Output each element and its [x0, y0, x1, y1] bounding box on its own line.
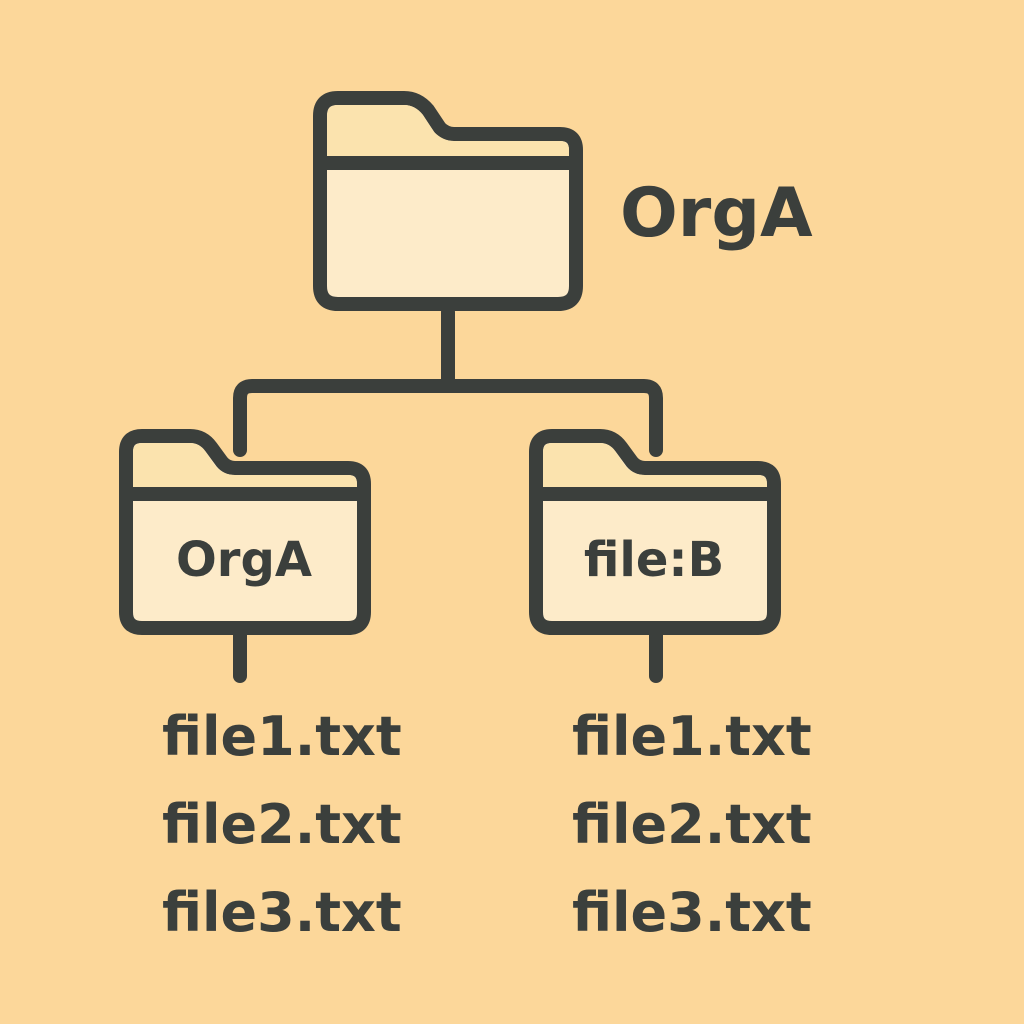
tree-connectors: [233, 305, 663, 683]
right-folder-tab-fill: [543, 443, 767, 494]
file-item[interactable]: file1.txt: [162, 705, 402, 768]
file-item[interactable]: file3.txt: [572, 881, 812, 944]
file-item[interactable]: file2.txt: [572, 793, 812, 856]
root-folder-tab-fill: [327, 105, 569, 163]
left-file-list: file1.txt file2.txt file3.txt: [162, 707, 402, 971]
left-folder-label: OrgA: [176, 532, 312, 588]
right-folder-icon[interactable]: [529, 429, 781, 635]
left-folder-icon[interactable]: [119, 429, 371, 635]
left-folder-tab-fill: [133, 443, 357, 494]
right-file-list: file1.txt file2.txt file3.txt: [572, 707, 812, 971]
root-folder-label: OrgA: [620, 174, 813, 253]
file-item[interactable]: file2.txt: [162, 793, 402, 856]
branch-connector: [233, 379, 663, 457]
file-item[interactable]: file1.txt: [572, 705, 812, 768]
right-folder-label: file:B: [583, 532, 725, 588]
file-item[interactable]: file3.txt: [162, 881, 402, 944]
root-folder-icon[interactable]: [313, 91, 583, 311]
